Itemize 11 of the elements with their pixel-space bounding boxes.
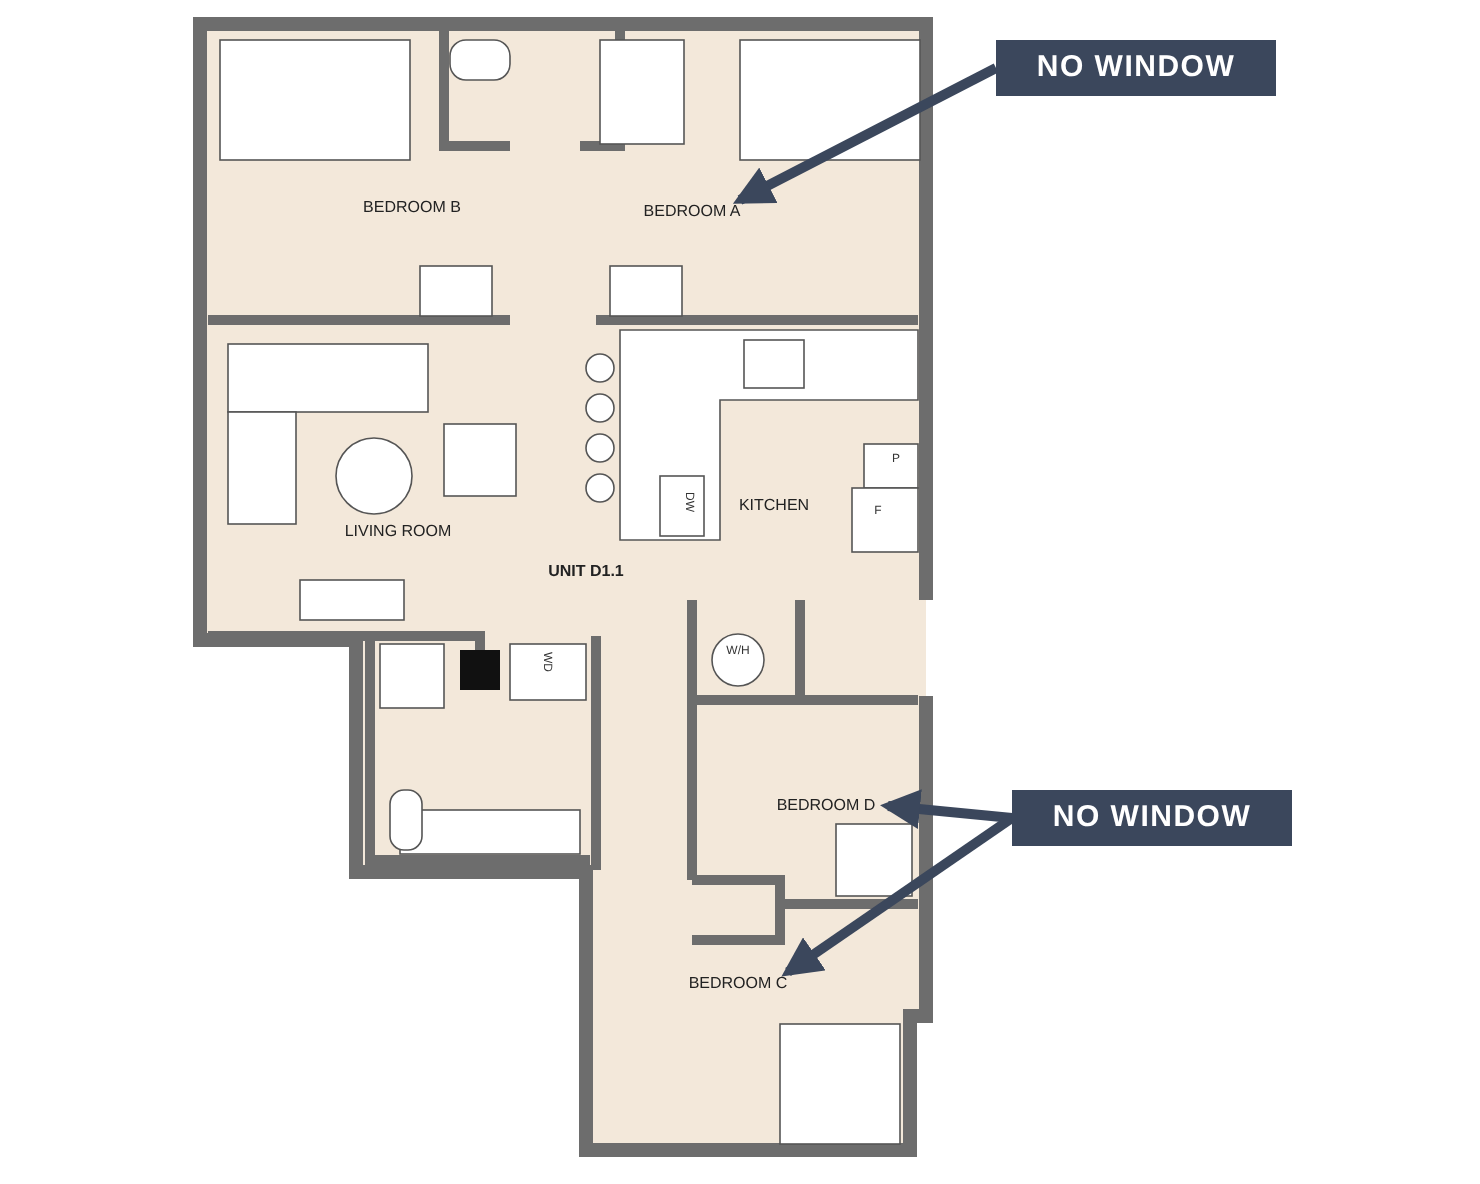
callout-box: NO WINDOW: [1012, 790, 1292, 846]
room-label: BEDROOM A: [632, 200, 752, 224]
arrow: [732, 63, 999, 205]
room-label: BEDROOM D: [764, 794, 888, 818]
arrow: [880, 789, 1013, 829]
room-label: LIVING ROOM: [342, 524, 454, 540]
room-label: BEDROOM B: [361, 200, 463, 216]
room-label: KITCHEN: [736, 498, 812, 514]
room-label: BEDROOM C: [676, 972, 800, 996]
callout-box: NO WINDOW: [996, 40, 1276, 96]
room-label: UNIT D1.1: [546, 564, 626, 580]
